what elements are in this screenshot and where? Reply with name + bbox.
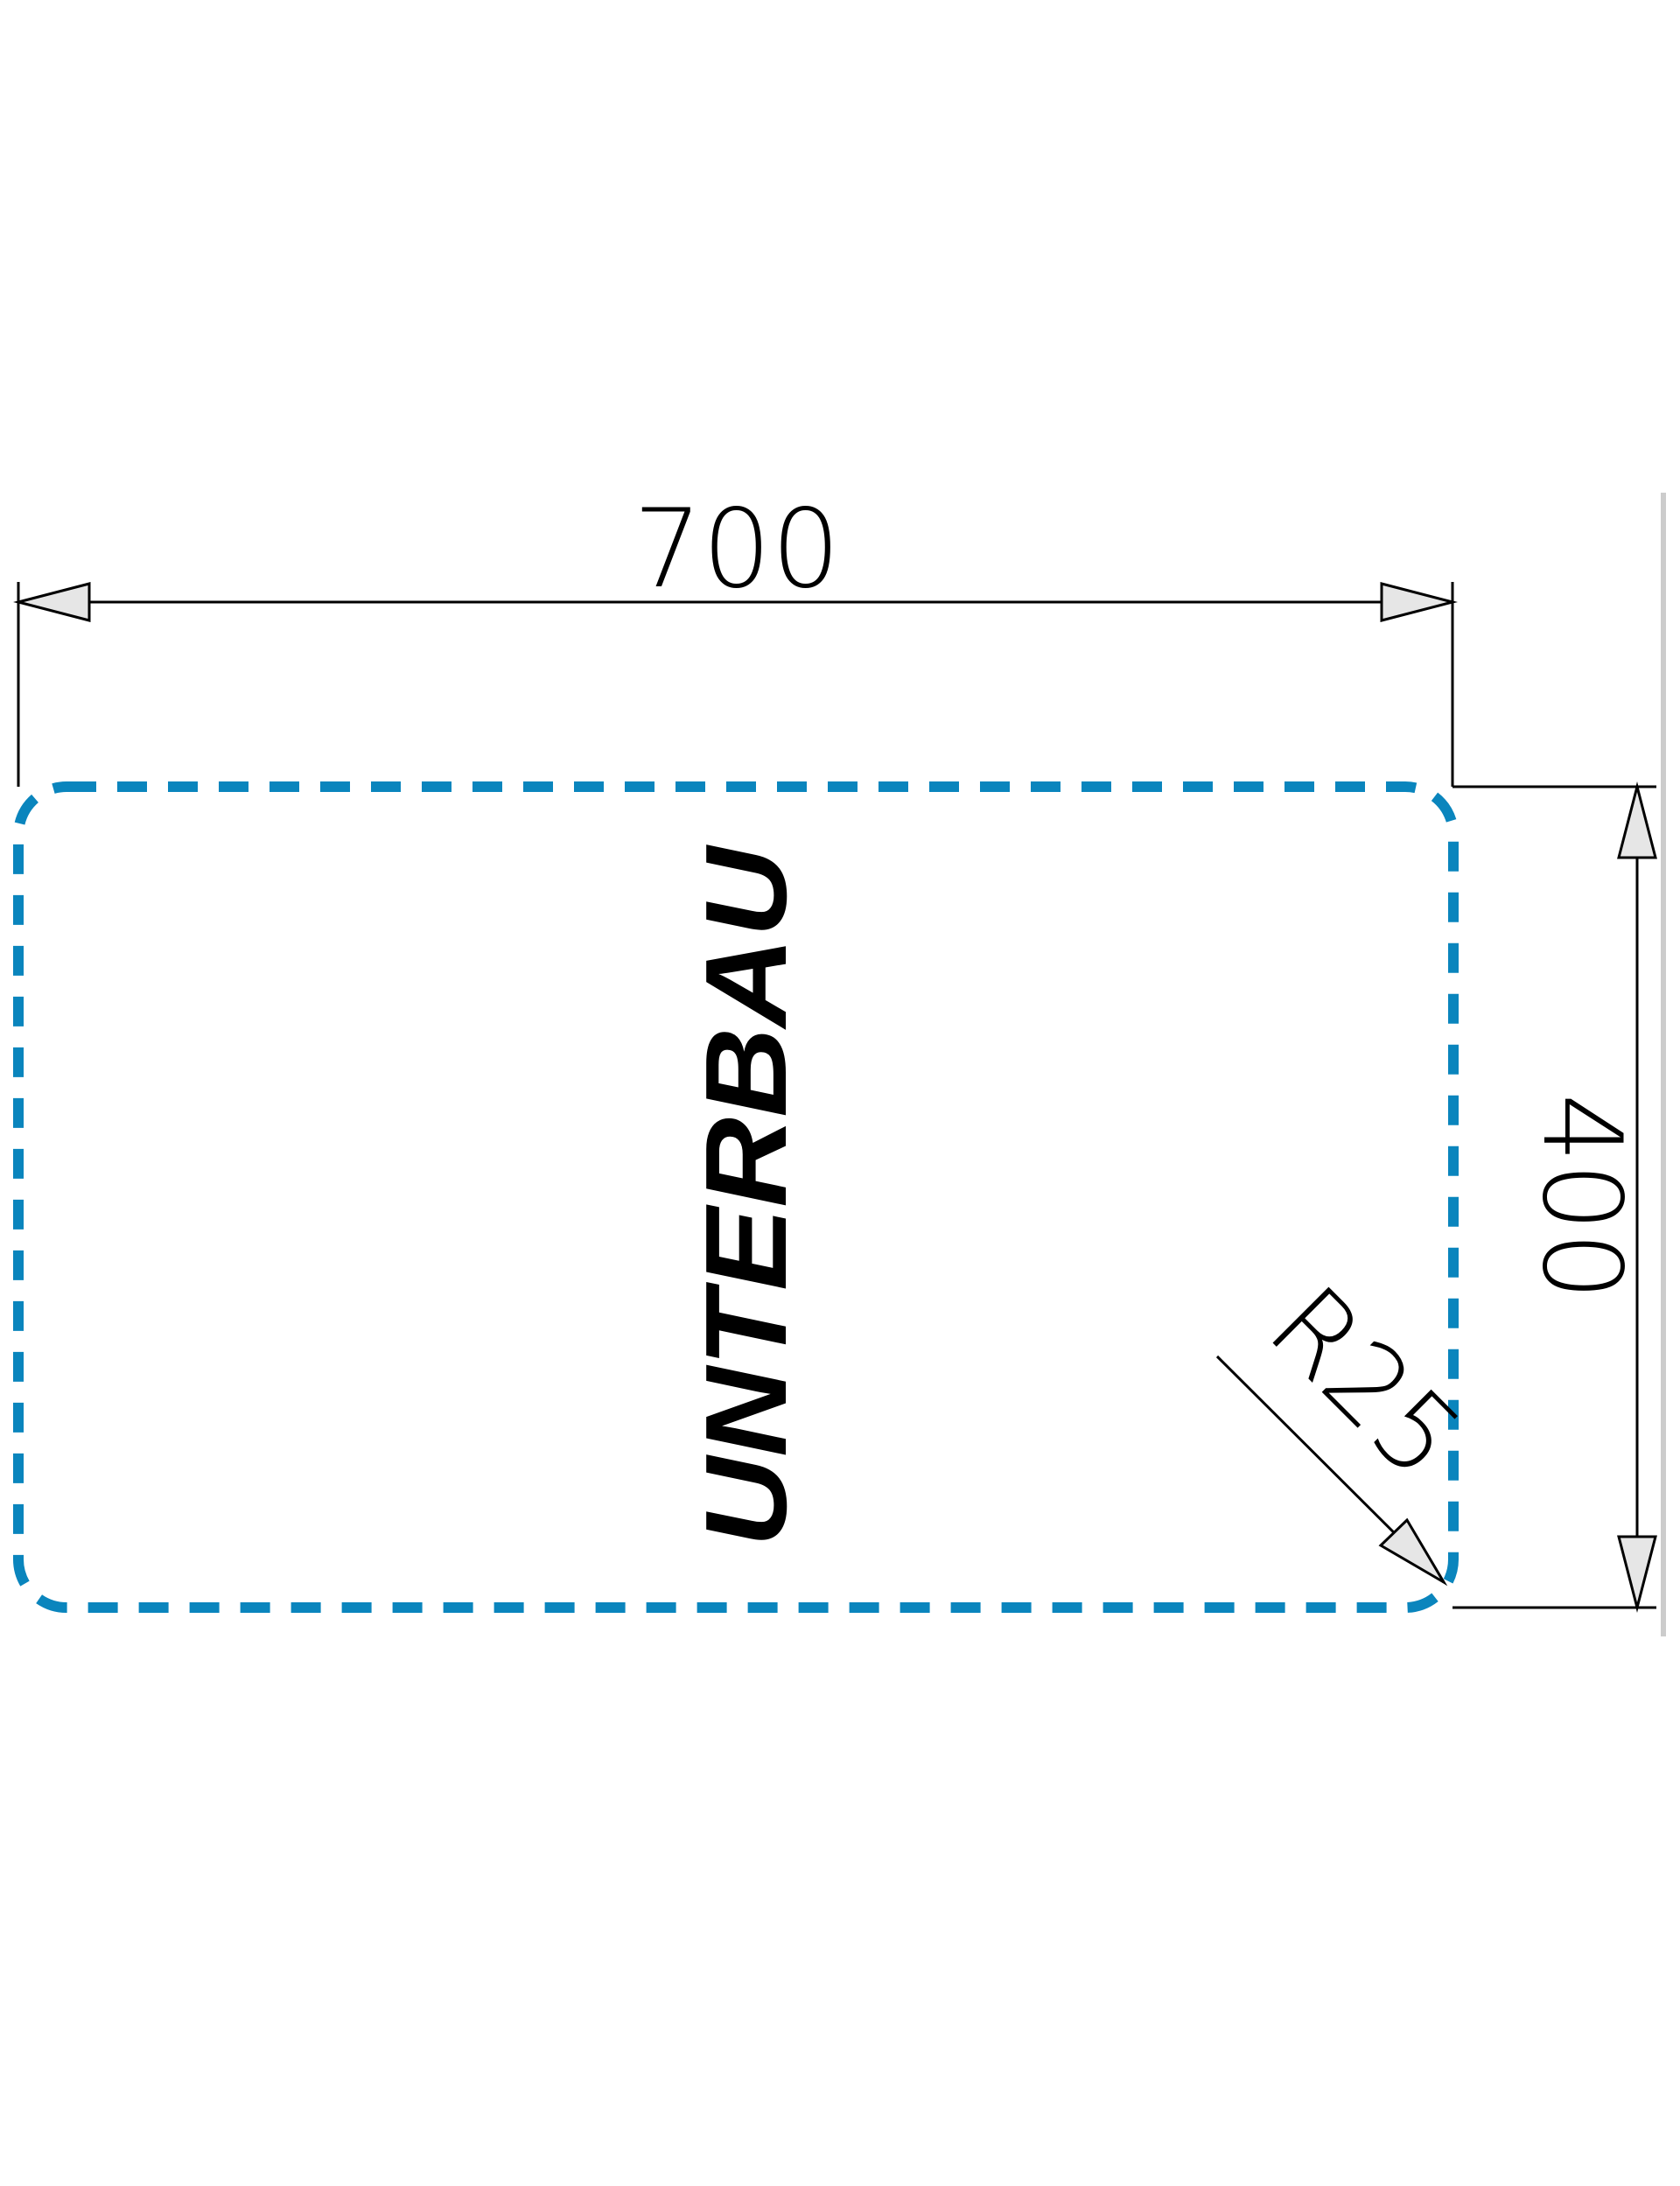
mount-label: UNTERBAU (682, 844, 810, 1547)
height-arrow-top (1617, 781, 1657, 859)
width-label: 700 (634, 487, 841, 613)
radius-arrow (1378, 1517, 1448, 1587)
width-arrow-left (13, 582, 91, 622)
width-arrow-right (1380, 582, 1458, 622)
sink-outline (13, 781, 1459, 1613)
height-label: 400 (1518, 1094, 1644, 1301)
height-arrow-bottom (1617, 1535, 1657, 1613)
